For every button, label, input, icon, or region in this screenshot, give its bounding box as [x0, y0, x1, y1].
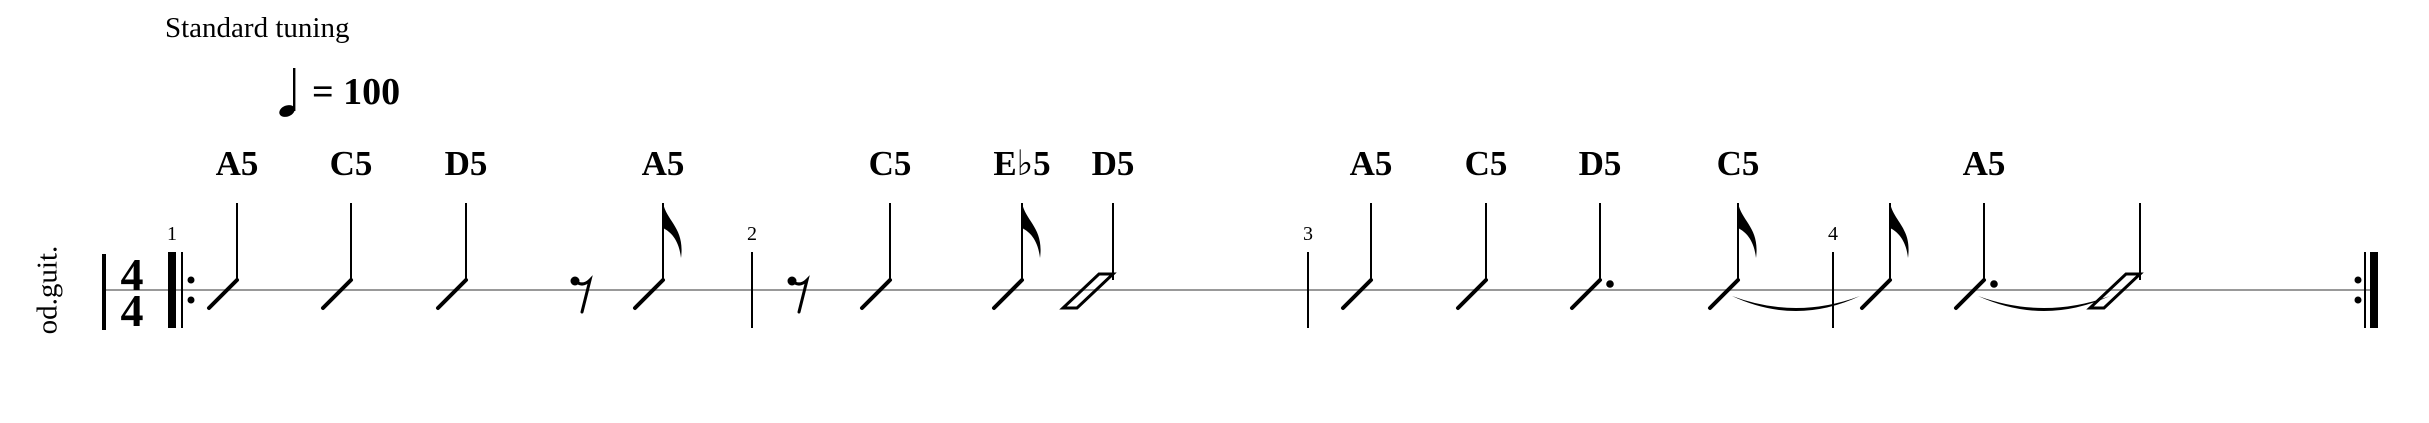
slash-notehead [992, 278, 1024, 310]
chord-symbols: A5 C5 D5 A5 C5 E♭5 D5 A5 C5 D5 C5 A5 [216, 144, 2006, 183]
time-signature-denominator: 4 [121, 285, 144, 336]
end-repeat-dot [2354, 276, 2362, 284]
rhythm-event [860, 203, 892, 310]
slash-notehead [633, 278, 665, 310]
measure-number: 4 [1828, 223, 1838, 245]
rhythm-event [787, 275, 810, 314]
start-repeat-dot [187, 296, 195, 304]
chord-symbol: A5 [1963, 144, 2006, 183]
rhythm-event [1708, 203, 1757, 310]
slash-notehead [1954, 278, 1986, 310]
tempo-value: = 100 [312, 71, 401, 113]
eighth-flag [1022, 203, 1041, 258]
rhythm-event [321, 203, 353, 310]
augmentation-dot [1990, 280, 1998, 288]
rhythm-event [992, 203, 1041, 310]
rhythm-event [1860, 203, 1909, 310]
rhythm-event [633, 203, 682, 310]
rhythm-event [2086, 203, 2144, 310]
chord-symbol: A5 [642, 144, 685, 183]
augmentation-dot [1606, 280, 1614, 288]
chord-symbol: D5 [445, 144, 488, 183]
rhythm-event [570, 275, 593, 314]
slash-notehead [436, 278, 468, 310]
measure-number: 3 [1303, 223, 1313, 245]
tempo-marking: = 100 [278, 62, 400, 122]
chord-symbol: A5 [216, 144, 259, 183]
slash-notehead [321, 278, 353, 310]
chord-symbol: A5 [1350, 144, 1393, 183]
end-repeat-thin-bar [2364, 252, 2366, 328]
slash-notehead [860, 278, 892, 310]
eighth-flag [1890, 203, 1909, 258]
start-repeat-thick-bar [168, 252, 176, 328]
end-repeat-dot [2354, 296, 2362, 304]
rhythm-event [1456, 203, 1488, 310]
tie [1732, 296, 1860, 311]
slash-notehead [1708, 278, 1740, 310]
rhythm-event [1570, 203, 1614, 310]
rhythm-event [207, 203, 239, 310]
measure-number: 1 [167, 223, 177, 245]
eighth-rest-head [787, 276, 797, 286]
tie [1978, 296, 2110, 311]
slash-notehead [1570, 278, 1602, 310]
rhythm-event [436, 203, 468, 310]
rhythm-event [1341, 203, 1373, 310]
quarter-note-icon [279, 68, 296, 117]
tuning-label: Standard tuning [165, 12, 350, 44]
chord-symbol: E♭5 [993, 144, 1050, 183]
measure-number: 2 [747, 223, 757, 245]
chord-symbol: C5 [1717, 144, 1760, 183]
slash-notehead [1456, 278, 1488, 310]
rhythm-event [1059, 203, 1117, 310]
chord-symbol: D5 [1092, 144, 1135, 183]
start-repeat-dot [187, 276, 195, 284]
rhythm-event [1954, 203, 1998, 310]
chord-symbol: C5 [330, 144, 373, 183]
system-bracket [102, 254, 106, 330]
slash-notehead [1341, 278, 1373, 310]
eighth-rest-head [570, 276, 580, 286]
slash-notehead [207, 278, 239, 310]
chord-symbol: C5 [869, 144, 912, 183]
chord-symbol: C5 [1465, 144, 1508, 183]
eighth-flag [663, 203, 682, 258]
start-repeat-thin-bar [181, 252, 183, 328]
end-repeat-thick-bar [2370, 252, 2378, 328]
time-signature-numerator: 4 [121, 249, 144, 300]
slash-notehead [1860, 278, 1892, 310]
eighth-flag [1738, 203, 1757, 258]
chord-symbol: D5 [1579, 144, 1622, 183]
